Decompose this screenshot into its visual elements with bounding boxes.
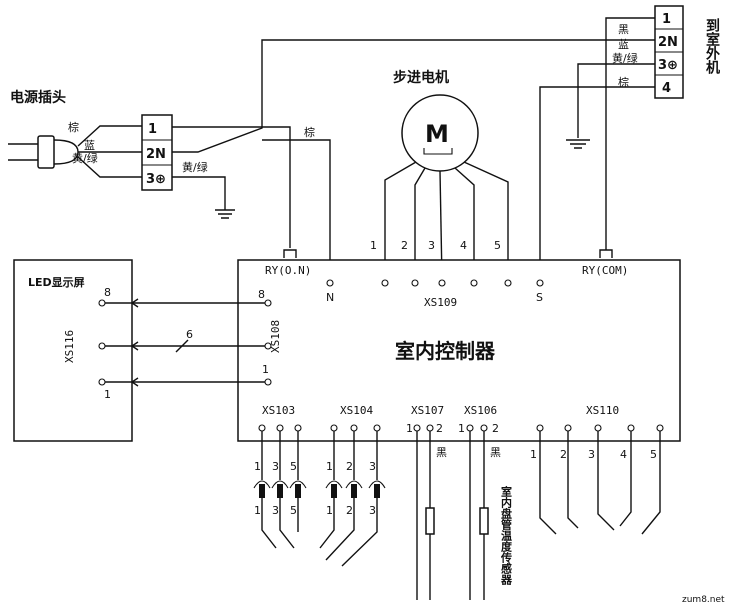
sensor-label: 室内盘管温度传感器 [500,485,514,586]
motor-pin-5: 5 [494,239,501,252]
power-plug-title: 电源插头 [10,89,66,106]
led-pin-8: 8 [104,286,111,299]
plug-wire-blue: 蓝 [84,139,95,152]
xs103-top-pin-3: 3 [272,460,279,473]
xs108-pin-8: 8 [258,288,265,301]
xs106-label: XS106 [464,404,497,417]
xs104-top-pin-3: 3 [369,460,376,473]
xs103-bottom-pin-1: 1 [254,504,261,517]
plug-wire-brown: 棕 [68,120,79,134]
outdoor-title: 到室外机 [704,18,720,75]
xs107-pin-2: 2 [436,422,443,435]
xs106-wire-black: 黑 [490,446,501,459]
n-terminal-label: N [326,291,334,304]
xs106-pin-1: 1 [458,422,465,435]
outdoor-wire-blue: 蓝 [618,38,629,51]
xs110-pin-2: 2 [560,448,567,461]
motor-title: 步进电机 [393,69,449,86]
s-terminal-label: S [536,291,543,304]
xs104-label: XS104 [340,404,373,417]
power-terminal-2n: 2N [146,147,166,162]
xs110-pin-1: 1 [530,448,537,461]
outdoor-wire-brown: 棕 [618,75,629,89]
xs103-bottom-pin-3: 3 [272,504,279,517]
xs108-pin-1: 1 [262,363,269,376]
xs110-label: XS110 [586,404,619,417]
outdoor-wire-black: 黑 [618,23,629,36]
xs109-label: XS109 [424,296,457,309]
controller-title: 室内控制器 [395,339,496,363]
xs110-pin-4: 4 [620,448,627,461]
outdoor-terminal-1: 1 [662,12,671,27]
relay-com-label: RY(COM) [582,264,628,277]
outdoor-wire-yg: 黄/绿 [612,51,638,65]
motor-pin-1: 1 [370,239,377,252]
ground-icon-left [215,209,235,219]
outdoor-terminal-3-ground: 3⊕ [658,58,678,73]
xs104-top-pin-1: 1 [326,460,333,473]
xs107-label: XS107 [411,404,444,417]
motor-symbol: M [425,120,449,148]
outdoor-terminal-4: 4 [662,81,671,96]
outdoor-terminal-2n: 2N [658,35,678,50]
xs106-resistor [479,507,489,535]
xs107-wire-black: 黑 [436,446,447,459]
xs103-label: XS103 [262,404,295,417]
led-display-box [13,259,133,442]
xs104-bottom-pin-3: 3 [369,504,376,517]
xs103-top-pin-1: 1 [254,460,261,473]
power-terminal-1: 1 [148,122,157,137]
xs103-bottom-pin-5: 5 [290,504,297,517]
xs103-top-pin-5: 5 [290,460,297,473]
indoor-controller-box [237,259,681,442]
xs104-bottom-pin-2: 2 [346,504,353,517]
xs108-pin-6: 6 [186,328,193,341]
xs110-pin-5: 5 [650,448,657,461]
led-connector-label: XS116 [63,330,76,363]
led-pin-1: 1 [104,388,111,401]
relay-on-icon [283,249,297,258]
xs108-label: XS108 [269,320,282,353]
xs107-pin-1: 1 [406,422,413,435]
motor-pin-3: 3 [428,239,435,252]
xs106-pin-2: 2 [492,422,499,435]
xs107-resistor [425,507,435,535]
motor-pin-4: 4 [460,239,467,252]
n-wire-label: 棕 [304,125,315,139]
xs110-pin-3: 3 [588,448,595,461]
ground-icon-right [566,139,590,149]
plug-wire-yg: 黄/绿 [72,151,98,165]
ground-wire-label: 黄/绿 [182,160,208,174]
watermark: zum8.net [682,595,725,605]
led-title: LED显示屏 [28,276,85,289]
power-terminal-3-ground: 3⊕ [146,172,166,187]
relay-on-label: RY(O.N) [265,264,311,277]
motor-pin-2: 2 [401,239,408,252]
relay-com-icon [599,249,613,258]
xs104-top-pin-2: 2 [346,460,353,473]
plug-icon [8,135,79,169]
xs104-bottom-pin-1: 1 [326,504,333,517]
